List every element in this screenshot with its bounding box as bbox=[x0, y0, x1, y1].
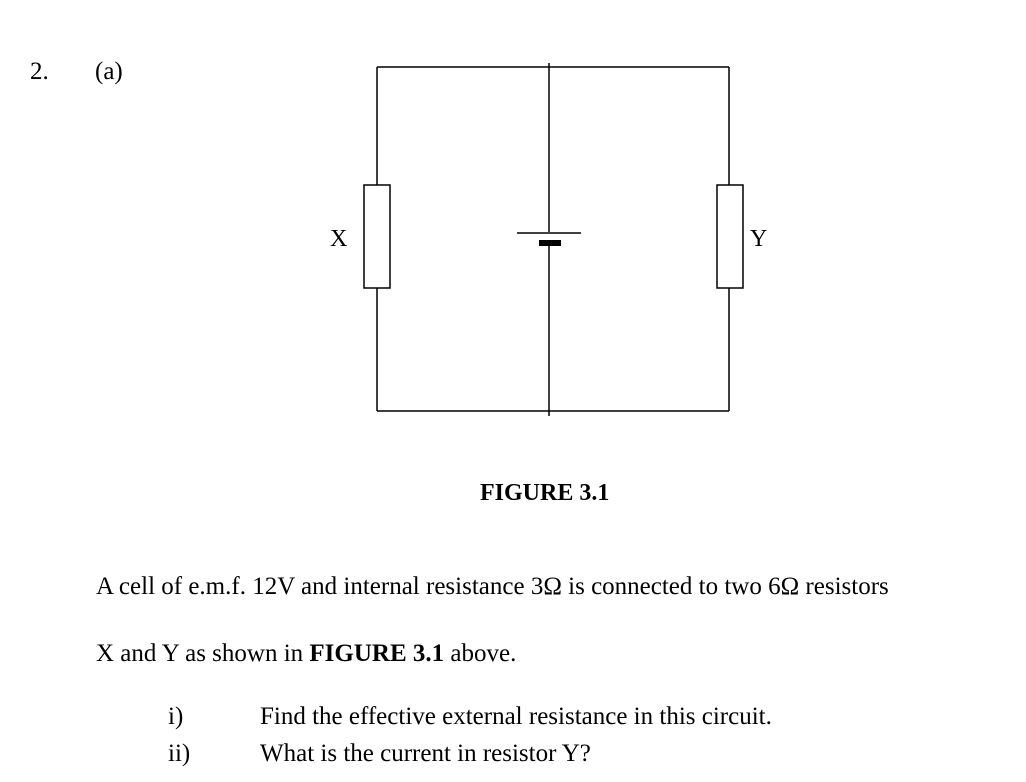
figure-caption: FIGURE 3.1 bbox=[480, 480, 610, 506]
paragraph-line-2-start: X and Y as shown in bbox=[96, 640, 310, 667]
item-text-1: Find the effective external resistance i… bbox=[260, 703, 772, 730]
item-text-2: What is the current in resistor Y? bbox=[260, 740, 591, 767]
label-x: X bbox=[330, 226, 347, 252]
cell-negative-plate bbox=[539, 240, 561, 246]
question-part: (a) bbox=[95, 58, 123, 85]
item-number-1: i) bbox=[168, 703, 184, 730]
resistor-y bbox=[716, 184, 744, 289]
figure-reference: FIGURE 3.1 bbox=[309, 640, 445, 667]
label-y: Y bbox=[750, 226, 767, 252]
item-number-2: ii) bbox=[168, 740, 191, 767]
resistor-x bbox=[363, 184, 391, 289]
paragraph-line-2-end: above. bbox=[444, 640, 517, 667]
question-number: 2. bbox=[30, 58, 49, 85]
paragraph-line-1: A cell of e.m.f. 12V and internal resist… bbox=[96, 573, 889, 600]
paragraph-line-2: X and Y as shown in FIGURE 3.1 above. bbox=[96, 640, 516, 668]
